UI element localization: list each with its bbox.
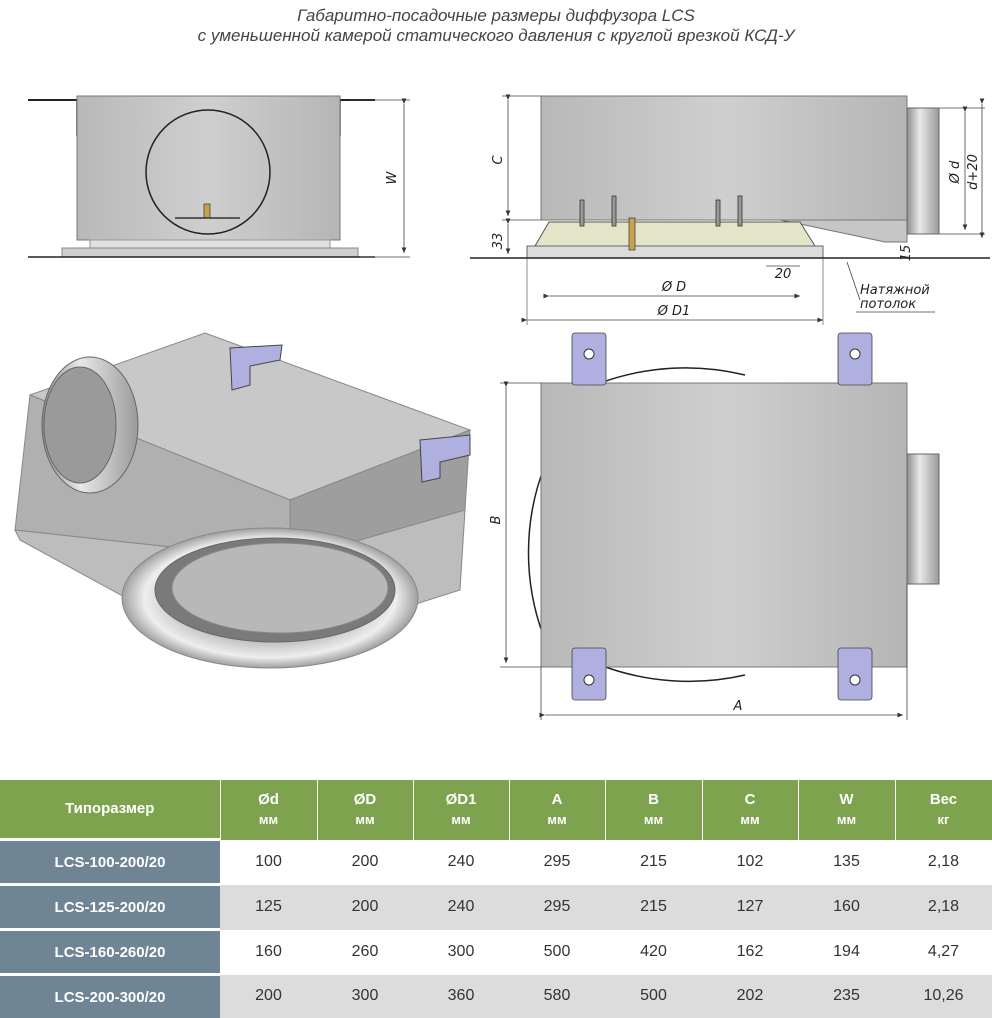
cell-weight: 2,18 bbox=[895, 885, 992, 930]
cell-D1: 240 bbox=[413, 840, 509, 885]
isometric-view bbox=[15, 333, 470, 668]
cell-W: 235 bbox=[798, 975, 895, 1018]
table-row: LCS-100-200/20 100 200 240 295 215 102 1… bbox=[0, 840, 992, 885]
cell-B: 215 bbox=[605, 885, 702, 930]
dim-label-D1: Ø D1 bbox=[657, 304, 691, 319]
dim-label-D: Ø D bbox=[661, 280, 686, 295]
cell-weight: 10,26 bbox=[895, 975, 992, 1018]
cell-weight: 4,27 bbox=[895, 930, 992, 975]
cell-B: 500 bbox=[605, 975, 702, 1018]
cell-model: LCS-125-200/20 bbox=[0, 885, 220, 930]
cell-D1: 360 bbox=[413, 975, 509, 1018]
dim-label-33: 33 bbox=[491, 233, 506, 250]
side-section-view: C 33 Ø d d+20 15 20 Ø D Ø D1 Натяжной по… bbox=[470, 96, 990, 325]
cell-A: 580 bbox=[509, 975, 605, 1018]
cell-W: 135 bbox=[798, 840, 895, 885]
cell-A: 295 bbox=[509, 885, 605, 930]
front-view: W bbox=[28, 96, 410, 257]
cell-d: 125 bbox=[220, 885, 317, 930]
technical-drawings: W C 33 Ø d d+20 15 20 bbox=[0, 0, 992, 780]
cell-A: 500 bbox=[509, 930, 605, 975]
cell-A: 295 bbox=[509, 840, 605, 885]
cell-D: 300 bbox=[317, 975, 413, 1018]
cell-D: 260 bbox=[317, 930, 413, 975]
dim-label-d: Ø d bbox=[948, 160, 963, 184]
table-row: LCS-125-200/20 125 200 240 295 215 127 1… bbox=[0, 885, 992, 930]
table-row: LCS-200-300/20 200 300 360 580 500 202 2… bbox=[0, 975, 992, 1018]
cell-C: 102 bbox=[702, 840, 798, 885]
cell-model: LCS-160-260/20 bbox=[0, 930, 220, 975]
cell-D: 200 bbox=[317, 840, 413, 885]
cell-B: 420 bbox=[605, 930, 702, 975]
cell-C: 127 bbox=[702, 885, 798, 930]
cell-model: LCS-100-200/20 bbox=[0, 840, 220, 885]
cell-C: 162 bbox=[702, 930, 798, 975]
dim-label-d20: d+20 bbox=[966, 154, 981, 190]
cell-W: 194 bbox=[798, 930, 895, 975]
top-view: B A bbox=[489, 333, 939, 720]
dim-label-15: 15 bbox=[899, 245, 914, 262]
cell-C: 202 bbox=[702, 975, 798, 1018]
cell-D1: 300 bbox=[413, 930, 509, 975]
dim-label-B: B bbox=[489, 515, 504, 524]
header-model: Типоразмер bbox=[0, 780, 220, 840]
dim-label-C: C bbox=[491, 155, 506, 165]
ceiling-label-line1: Натяжной bbox=[860, 283, 930, 298]
cell-d: 200 bbox=[220, 975, 317, 1018]
dim-label-20: 20 bbox=[775, 267, 792, 282]
cell-W: 160 bbox=[798, 885, 895, 930]
cell-d: 100 bbox=[220, 840, 317, 885]
dim-label-W: W bbox=[385, 170, 400, 184]
ceiling-label-line2: потолок bbox=[860, 297, 916, 312]
cell-B: 215 bbox=[605, 840, 702, 885]
dim-label-A: A bbox=[733, 699, 743, 714]
cell-D1: 240 bbox=[413, 885, 509, 930]
cell-d: 160 bbox=[220, 930, 317, 975]
table-row: LCS-160-260/20 160 260 300 500 420 162 1… bbox=[0, 930, 992, 975]
cell-model: LCS-200-300/20 bbox=[0, 975, 220, 1018]
cell-D: 200 bbox=[317, 885, 413, 930]
cell-weight: 2,18 bbox=[895, 840, 992, 885]
